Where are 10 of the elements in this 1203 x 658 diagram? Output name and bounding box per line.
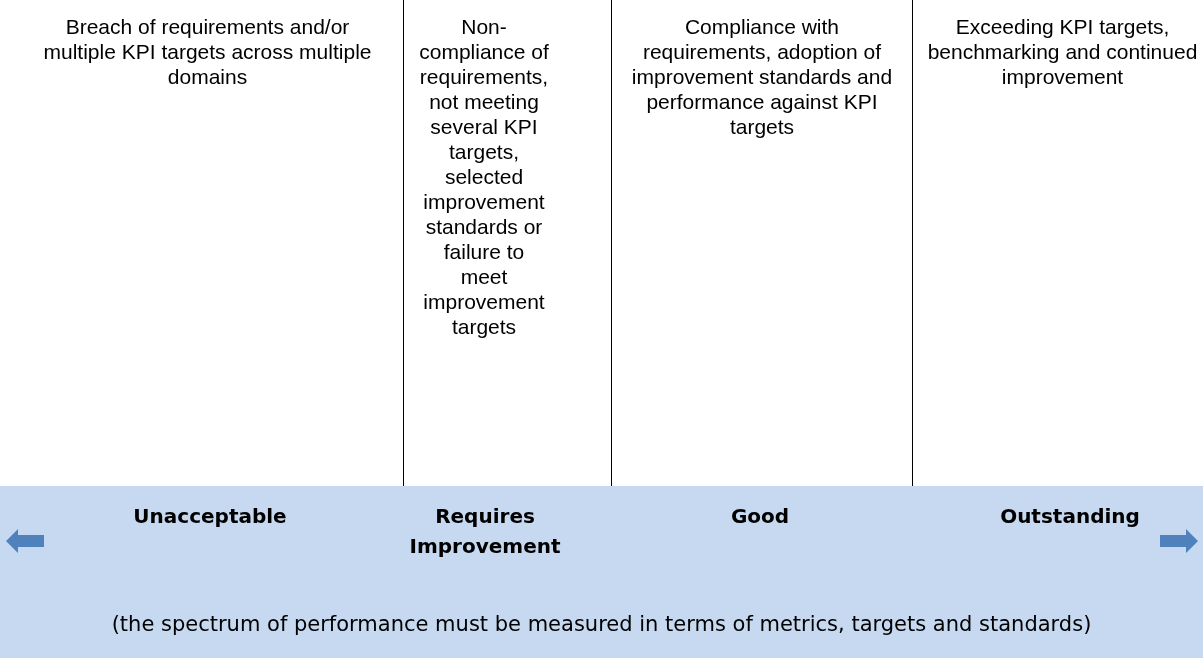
rating-label: Requires Improvement — [408, 503, 562, 560]
description-text: Exceeding KPI targets, benchmarking and continued improvement — [926, 14, 1199, 89]
description-text: Breach of requirements and/or multiple KPI targets across multiple domains — [42, 14, 373, 89]
description-text: Non-compliance of requirements, not meeting several KPI targets, selected improvement standards or failure to meet improvement targets — [418, 14, 550, 339]
rating-label: Unacceptable — [132, 503, 288, 530]
rating-label: Outstanding — [999, 503, 1141, 530]
caption-text: (the spectrum of performance must be measured in terms of metrics, targets and standards) — [110, 612, 1093, 636]
rating-band — [0, 486, 1203, 658]
rating-label: Good — [729, 503, 791, 530]
description-text: Compliance with requirements, adoption of improvement standards and performance against KPI targets — [630, 14, 894, 139]
